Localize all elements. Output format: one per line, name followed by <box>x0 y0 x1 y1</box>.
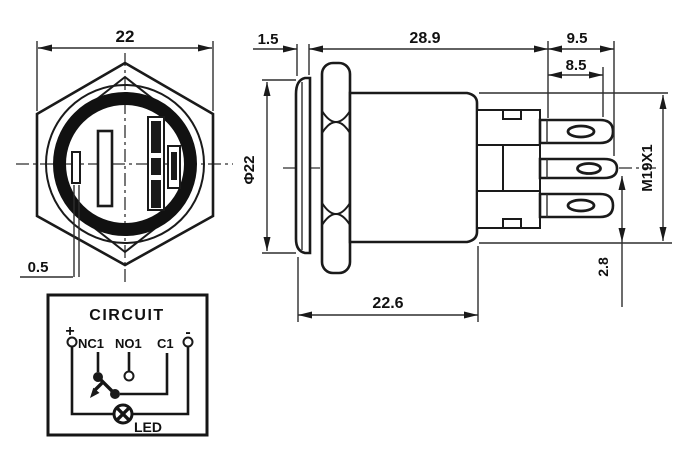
no1-label: NO1 <box>115 336 142 351</box>
minus-label: - <box>185 324 190 341</box>
nut-chamfer-arc <box>321 121 351 134</box>
common-contact-dot <box>110 389 120 399</box>
arrowhead <box>263 82 271 96</box>
no-contact-open-circle <box>123 370 135 382</box>
led-plus-terminal <box>66 336 78 348</box>
led-plus-wire <box>70 347 114 416</box>
arrowhead <box>589 71 603 79</box>
arrowhead <box>38 44 52 52</box>
led-symbol-cross <box>115 406 131 422</box>
nc1-label: NC1 <box>78 336 104 351</box>
terminal-bar-segment <box>151 158 161 175</box>
dim-226-label: 22.6 <box>372 295 403 312</box>
dim-m19-label: M19X1 <box>639 144 656 192</box>
press-direction-shaft <box>93 379 106 392</box>
arrowhead <box>283 45 297 53</box>
dim-22-label: 22 <box>116 27 135 46</box>
circuit-title: CIRCUIT <box>89 307 164 324</box>
arrowhead <box>618 228 626 242</box>
dim-95-label: 9.5 <box>567 30 588 47</box>
led-pin-slot <box>71 151 81 184</box>
dim-28-label: 2.8 <box>595 257 611 277</box>
housing-latch-notch <box>502 218 522 229</box>
front-view: 22 0.5 <box>16 27 233 285</box>
dim-85-label: 8.5 <box>566 57 587 74</box>
led-minus-wire <box>132 347 190 416</box>
led-label: LED <box>134 419 162 435</box>
c1-label: C1 <box>157 336 174 351</box>
arrowhead <box>659 95 667 109</box>
arrowhead <box>298 311 312 319</box>
threaded-body <box>348 91 479 244</box>
arrowhead <box>198 44 212 52</box>
bezel-ring <box>53 92 197 236</box>
arrowhead <box>618 176 626 190</box>
press-direction-arrow <box>90 387 100 398</box>
center-slot <box>96 129 114 208</box>
dim-d22-label: Φ22 <box>241 156 258 185</box>
button-flange <box>294 76 312 255</box>
led-minus-terminal <box>182 336 194 348</box>
dim-15-label: 1.5 <box>258 31 279 48</box>
side-view: 1.5 28.9 9.5 8.5 Φ22 M19X1 <box>241 30 672 322</box>
c1-wire <box>120 353 169 396</box>
terminal-bar-segment <box>151 180 161 208</box>
terminal-pin-segment <box>171 152 177 180</box>
dim-05-label: 0.5 <box>28 259 49 276</box>
terminal-hole <box>566 198 596 213</box>
arrowhead <box>263 237 271 251</box>
terminal-hole <box>576 162 602 175</box>
terminal-bar-segment <box>151 121 161 153</box>
arrowhead <box>534 45 548 53</box>
terminal-hole <box>566 124 596 139</box>
bezel-outer-circle <box>45 84 205 244</box>
circuit-diagram: CIRCUIT + - NC1 NO1 C1 LED <box>46 293 209 437</box>
plus-label: + <box>65 323 74 340</box>
hex-nut-outline <box>35 61 215 267</box>
hex-nut-profile <box>320 61 352 275</box>
dim-289-label: 28.9 <box>409 30 440 47</box>
rear-housing <box>476 109 541 229</box>
arrowhead <box>659 227 667 241</box>
hex-chamfer-top <box>87 75 163 107</box>
arrowhead <box>600 45 614 53</box>
arrowhead <box>548 71 562 79</box>
housing-latch-notch <box>502 109 522 120</box>
arrowhead <box>548 45 562 53</box>
arrowhead <box>309 45 323 53</box>
nut-chamfer-arc <box>321 213 351 226</box>
arrowhead <box>464 311 478 319</box>
hex-chamfer-bottom <box>87 222 163 254</box>
